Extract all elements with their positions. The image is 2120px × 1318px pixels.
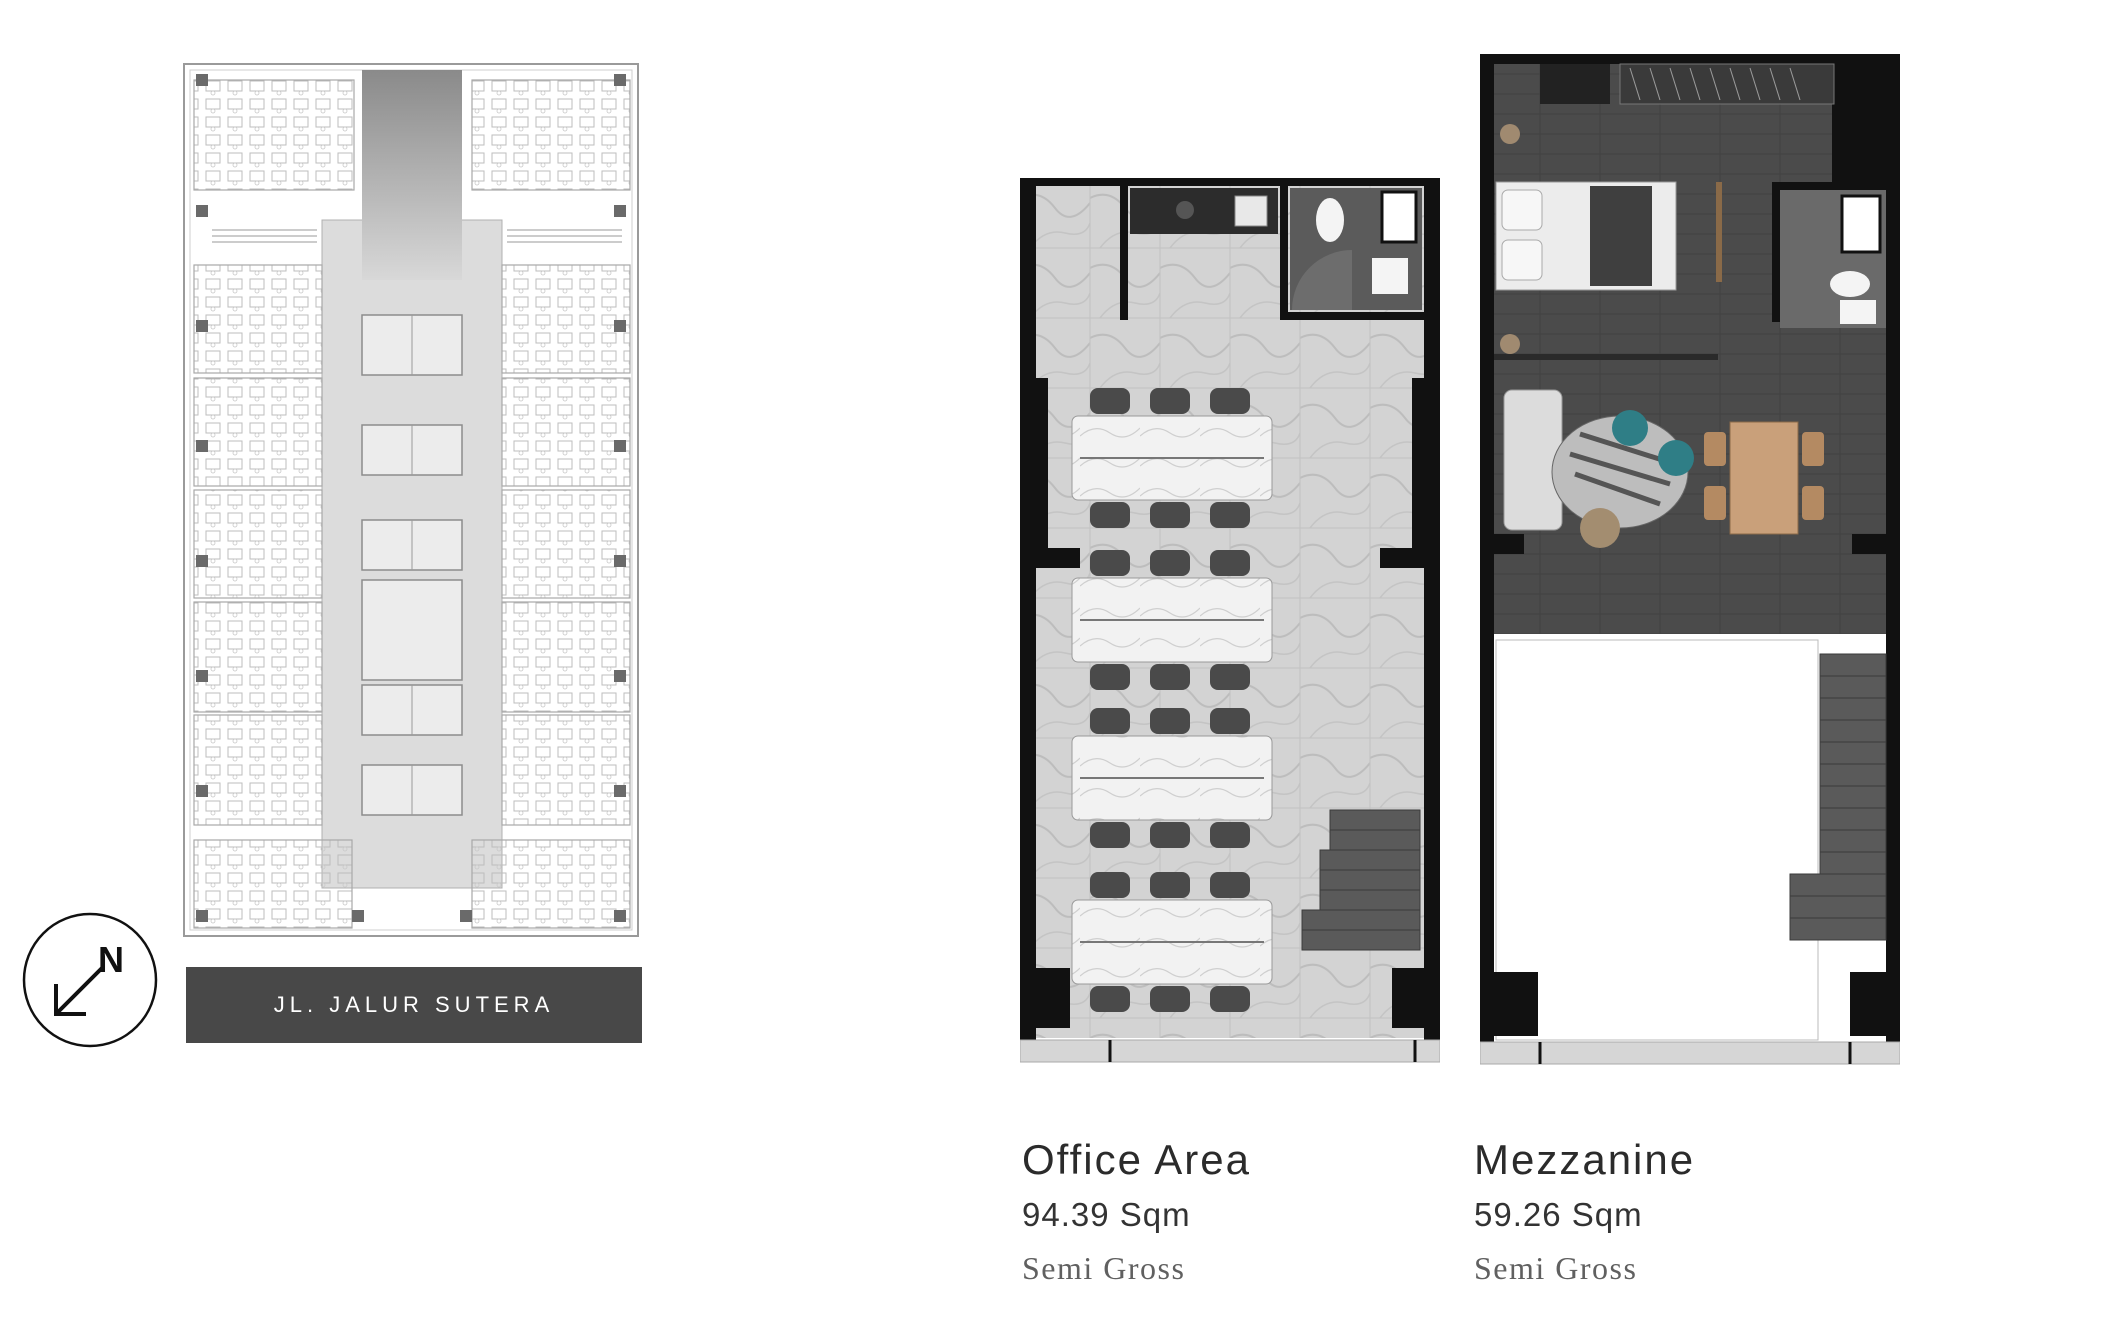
- wardrobe: [1619, 63, 1835, 105]
- sink-icon: [1234, 195, 1268, 227]
- mezzanine-size: 59.26 Sqm: [1474, 1196, 1643, 1233]
- mezzanine-title: Mezzanine: [1474, 1136, 1696, 1183]
- compass-north-letter: N: [98, 939, 124, 980]
- north-arrow-icon: N: [22, 912, 158, 1048]
- dining-chairs: [1704, 432, 1824, 520]
- washbasin-icon: [1372, 258, 1408, 294]
- atrium-void: [362, 70, 462, 280]
- bed: [1495, 181, 1677, 291]
- walls: [1020, 178, 1440, 1040]
- office-area-floor-plan: [1020, 178, 1440, 1063]
- desk: [1540, 64, 1610, 104]
- walls: [1480, 54, 1900, 1042]
- office-chairs: [1090, 388, 1250, 1012]
- side-table-icon: [1580, 508, 1620, 548]
- toilet-icon: [1316, 198, 1344, 242]
- mezzanine-note: Semi Gross: [1474, 1250, 1638, 1286]
- street-name-label: JL. JALUR SUTERA: [273, 992, 555, 1017]
- stove-icon: [1176, 201, 1194, 219]
- side-lamp-icon: [1500, 124, 1520, 144]
- structural-columns: [196, 74, 626, 922]
- staircase: [1789, 653, 1887, 941]
- mezzanine-floor-plan: [1480, 54, 1900, 1065]
- glass-facade: [1480, 1041, 1900, 1065]
- street-name-banner: JL. JALUR SUTERA: [186, 967, 642, 1043]
- staircase: [1301, 809, 1421, 951]
- double-height-void: [1495, 639, 1819, 1041]
- washbasin-icon: [1840, 300, 1876, 324]
- office-units: [193, 79, 631, 929]
- glass-facade: [1020, 1039, 1440, 1063]
- building-floor-plan: [183, 63, 639, 937]
- armchair-icon: [1612, 410, 1648, 446]
- dining-table: [1729, 421, 1799, 535]
- office-area-title: Office Area: [1022, 1136, 1252, 1183]
- workstation-tables: [1071, 415, 1273, 985]
- toilet-icon: [1830, 271, 1870, 297]
- office-area-size: 94.39 Sqm: [1022, 1196, 1191, 1233]
- office-area-note: Semi Gross: [1022, 1250, 1186, 1286]
